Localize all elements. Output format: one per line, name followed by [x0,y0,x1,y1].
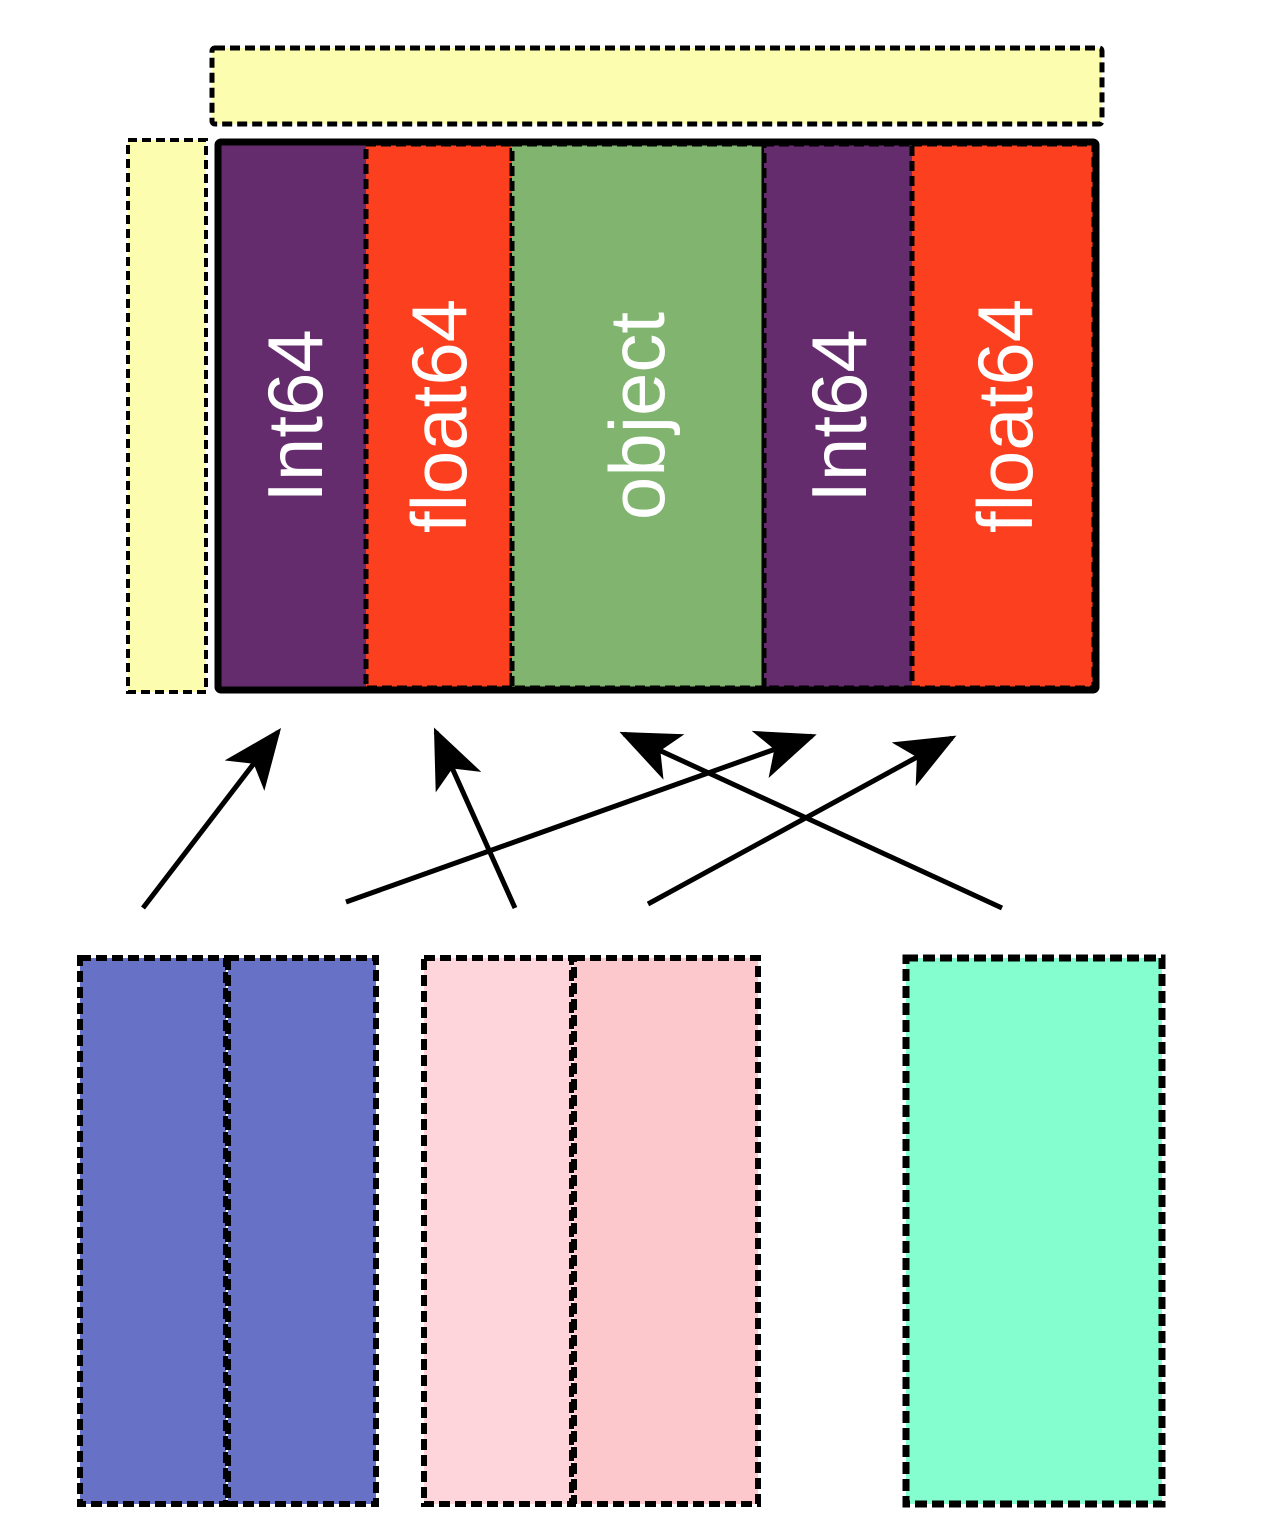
dtype-label: float64 [961,299,1049,533]
float64-block-column [421,955,575,1507]
int64-block [77,955,379,1507]
dtype-label: Int64 [251,329,339,502]
arrow-float64-to-col2 [433,727,518,910]
dtype-labels: Int64 float64 object Int64 float64 [251,299,1049,533]
arrow-int64-to-col4 [345,730,817,905]
int64-block-column [77,955,229,1507]
block-to-column-arrows [141,727,1004,911]
column-object [509,141,767,691]
float64-block-column [571,955,761,1507]
int64-block-column [225,955,379,1507]
dtype-label: Int64 [795,329,883,502]
dataframe-columns [214,138,1100,694]
arrow-float64-to-col5 [646,735,957,907]
arrow-object-to-col3 [619,731,1004,911]
dataframe-frame [214,138,1100,694]
column-index-bar [209,45,1105,127]
dtype-label: object [593,312,681,520]
row-index-bar [126,138,208,694]
dtype-label: float64 [395,299,483,533]
column-int64-1 [220,144,366,688]
arrow-int64-to-col1 [141,728,282,910]
object-block [902,954,1166,1508]
column-float64-1 [363,141,515,691]
float64-block [421,955,761,1507]
object-block-column [902,954,1166,1508]
